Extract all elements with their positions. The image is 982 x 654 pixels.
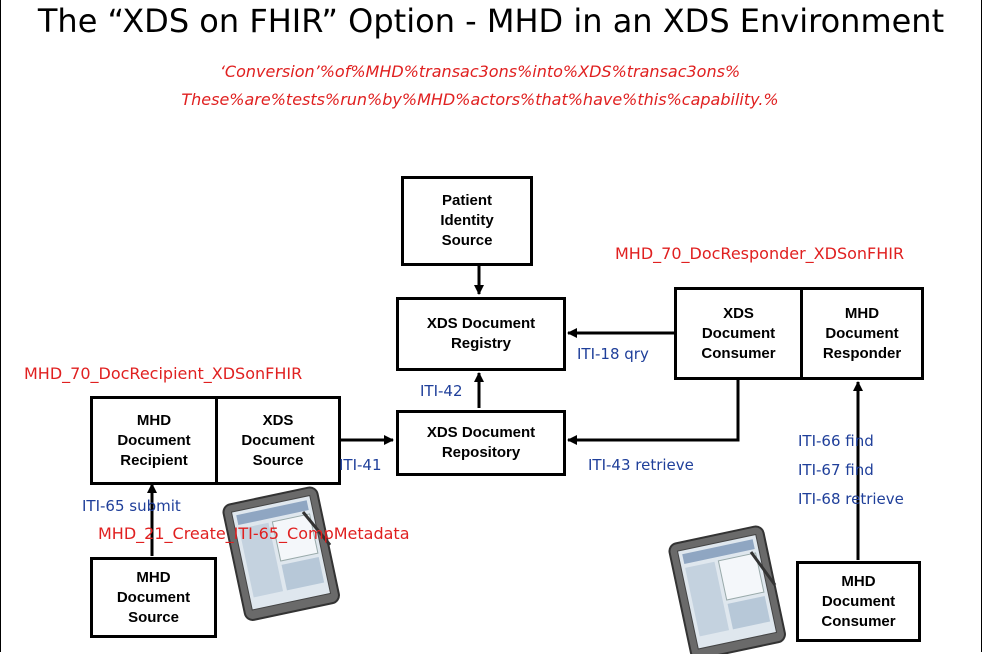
stylus-icon bbox=[749, 551, 777, 586]
iti18-label: ITI-18 qry bbox=[577, 345, 649, 363]
xds-source-cell: XDS Document Source bbox=[241, 411, 315, 469]
iti41-label: ITI-41 bbox=[339, 456, 382, 474]
stylus-icon bbox=[301, 511, 332, 546]
mhd-consumer-box: MHD Document Consumer bbox=[796, 561, 921, 642]
doc-recipient-test-label: MHD_70_DocRecipient_XDSonFHIR bbox=[24, 364, 303, 383]
iti42-label: ITI-42 bbox=[420, 382, 463, 400]
mhd-source-box: MHD Document Source bbox=[90, 557, 217, 638]
xds-consumer-mhd-responder-group: XDS Document Consumer MHD Document Respo… bbox=[674, 287, 924, 380]
iti65-label: ITI-65 submit bbox=[82, 497, 181, 515]
iti66-label: ITI-66 find bbox=[798, 432, 874, 450]
slide-title: The “XDS on FHIR” Option - MHD in an XDS… bbox=[37, 2, 945, 40]
iti67-label: ITI-67 find bbox=[798, 461, 874, 479]
iti43-label: ITI-43 retrieve bbox=[588, 456, 694, 474]
subtitle-line-2: These%are%tests%run%by%MHD%actors%that%h… bbox=[181, 90, 779, 109]
line-iti43 bbox=[568, 380, 740, 442]
doc-responder-test-label: MHD_70_DocResponder_XDSonFHIR bbox=[615, 244, 905, 263]
xds-consumer-cell: XDS Document Consumer bbox=[677, 290, 803, 377]
mhd-recipient-cell: MHD Document Recipient bbox=[93, 399, 218, 482]
create-iti65-test-label: MHD_21_Create_ITI-65_CompMetadata bbox=[98, 524, 410, 543]
mhd-responder-cell: MHD Document Responder bbox=[822, 304, 902, 362]
subtitle-line-1: ‘Conversion’%of%MHD%transac3ons%into%XDS… bbox=[219, 62, 741, 81]
iti68-label: ITI-68 retrieve bbox=[798, 490, 904, 508]
xds-repository-box: XDS Document Repository bbox=[396, 410, 566, 476]
mhd-recipient-xds-source-group: MHD Document Recipient XDS Document Sour… bbox=[90, 396, 341, 485]
xds-registry-box: XDS Document Registry bbox=[396, 297, 566, 371]
patient-identity-source-box: Patient Identity Source bbox=[401, 176, 533, 266]
tablet-device-icon bbox=[668, 525, 786, 654]
tablet-device-icon bbox=[222, 486, 340, 621]
